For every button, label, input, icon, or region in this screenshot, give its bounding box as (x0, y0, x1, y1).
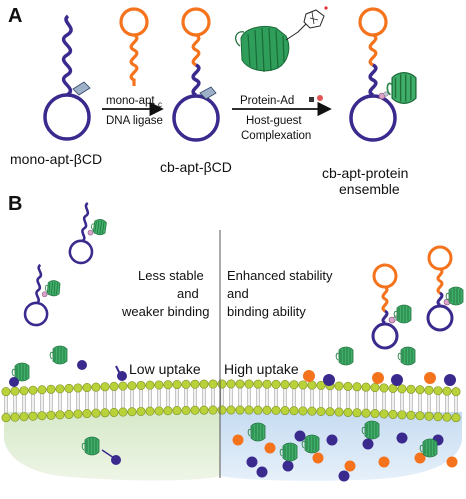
mono-aptc-strand (119, 7, 149, 86)
left-internalized (81, 436, 121, 465)
high-uptake-label: High uptake (224, 361, 299, 377)
step1-top-label: mono-apt (106, 95, 155, 107)
cb-apt-protein-ensemble-structure (349, 7, 417, 142)
step2-top-label: Protein-Ad (240, 95, 294, 107)
right-internalized (232, 420, 458, 482)
label-ensemble-2: ensemble (339, 181, 400, 197)
label-ensemble-1: cb-apt-protein (322, 165, 408, 181)
lipid-bilayer (1, 379, 461, 423)
left-label-1: Less stable (138, 268, 204, 283)
right-label-2: and (227, 286, 249, 301)
left-surface-proteins (9, 345, 127, 387)
left-label-3: weaker binding (121, 304, 209, 319)
step1-bottom-label: DNA ligase (106, 115, 163, 127)
right-label-3: binding ability (227, 304, 306, 319)
panel-label-b: B (8, 193, 22, 215)
right-surface-particles (303, 346, 456, 386)
beta-cd-icon (72, 81, 91, 96)
right-label-1: Enhanced stability (227, 268, 333, 283)
label-cb-apt-bcd: cb-apt-βCD (160, 159, 232, 175)
step2-bottom-label-2: Complexation (241, 130, 311, 142)
left-label-2: and (177, 286, 199, 301)
mono-construct-1 (68, 202, 108, 266)
cell-interior-right (220, 412, 462, 481)
mono-construct-2 (24, 264, 61, 327)
protein-ad-mini-icon (309, 95, 323, 102)
low-uptake-label: Low uptake (129, 361, 201, 377)
cb-construct-1 (371, 263, 412, 350)
mono-apt-bcd-structure (43, 14, 91, 141)
cb-apt-bcd-structure (172, 7, 220, 142)
protein-ad-structure (235, 6, 328, 73)
step1-subscript: c (158, 100, 162, 109)
cb-construct-2 (426, 245, 464, 332)
panel-label-a: A (8, 5, 22, 27)
step2-bottom-label-1: Host-guest (246, 115, 302, 127)
adamantane-icon (303, 6, 328, 29)
label-mono-apt-bcd: mono-apt-βCD (10, 151, 102, 167)
cell-interior-left (4, 412, 220, 481)
